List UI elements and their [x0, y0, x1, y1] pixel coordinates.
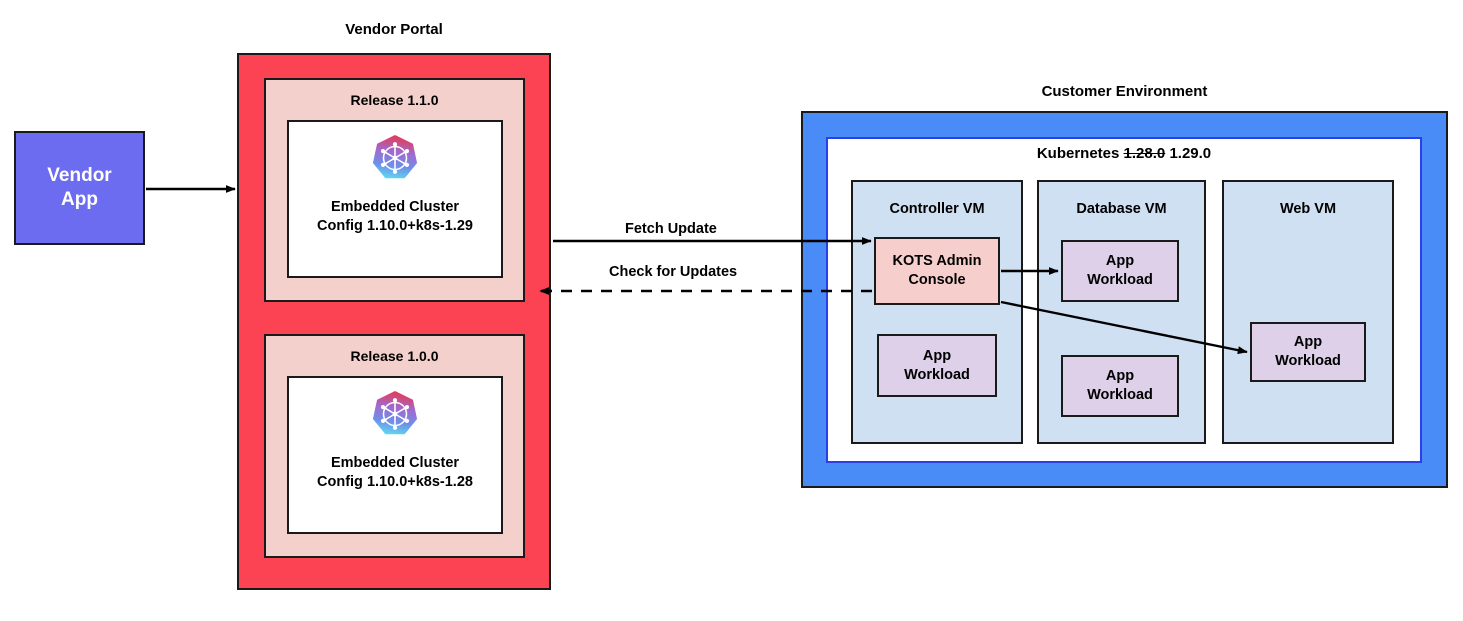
kubernetes-logo-icon: [372, 391, 418, 435]
kubernetes-new-version: 1.29.0: [1169, 145, 1212, 162]
vm-title: Database VM: [1076, 201, 1167, 217]
app-workload-line2: Workload: [1087, 272, 1153, 288]
web-vm-box: Web VM: [1222, 180, 1394, 444]
vendor-app-label-line1: Vendor: [47, 165, 112, 187]
app-workload-card: App Workload: [1061, 240, 1179, 302]
fetch-update-label: Fetch Update: [625, 221, 717, 237]
embedded-cluster-line2: Config 1.10.0+k8s-1.28: [317, 474, 473, 491]
vm-title: Web VM: [1279, 201, 1337, 217]
kubernetes-prefix: Kubernetes: [1036, 145, 1120, 162]
app-workload-line1: App: [1105, 253, 1135, 270]
app-workload-card: App Workload: [1250, 322, 1366, 382]
embedded-cluster-line1: Embedded Cluster: [330, 455, 460, 471]
kots-admin-console-card: KOTS Admin Console: [874, 237, 1000, 305]
customer-environment-title: Customer Environment: [1041, 83, 1208, 100]
app-workload-line1: App: [1105, 368, 1135, 385]
kubernetes-logo-icon: [372, 135, 418, 179]
app-workload-line2: Workload: [1087, 387, 1153, 403]
app-workload-line1: App: [922, 347, 952, 364]
vendor-app-box: Vendor App: [14, 131, 145, 245]
release-box-1-1-0: Release 1.1.0: [264, 78, 525, 302]
app-workload-line1: App: [1293, 334, 1323, 351]
vendor-app-label-line2: App: [61, 189, 98, 210]
app-workload-line2: Workload: [1275, 353, 1341, 369]
embedded-cluster-line1: Embedded Cluster: [330, 199, 460, 215]
vendor-portal-title: Vendor Portal: [345, 21, 443, 38]
embedded-cluster-card: Embedded Cluster Config 1.10.0+k8s-1.28: [287, 376, 503, 534]
embedded-cluster-card: Embedded Cluster Config 1.10.0+k8s-1.29: [287, 120, 503, 278]
app-workload-line2: Workload: [904, 366, 970, 383]
release-title: Release 1.0.0: [350, 348, 439, 364]
kots-label-line1: KOTS Admin: [892, 253, 982, 270]
check-for-updates-label: Check for Updates: [609, 264, 738, 280]
release-box-1-0-0: Release 1.0.0: [264, 334, 525, 558]
release-title: Release 1.1.0: [350, 92, 439, 108]
app-workload-card: App Workload: [1061, 355, 1179, 417]
controller-vm-box: Controller VM: [851, 180, 1023, 444]
kubernetes-version-label: Kubernetes 1.28.0 1.29.0: [826, 145, 1422, 162]
kubernetes-old-version: 1.28.0: [1123, 145, 1166, 162]
embedded-cluster-line2: Config 1.10.0+k8s-1.29: [317, 218, 473, 235]
kots-label-line2: Console: [908, 272, 966, 288]
vm-title: Controller VM: [889, 201, 985, 217]
app-workload-card: App Workload: [877, 334, 997, 397]
